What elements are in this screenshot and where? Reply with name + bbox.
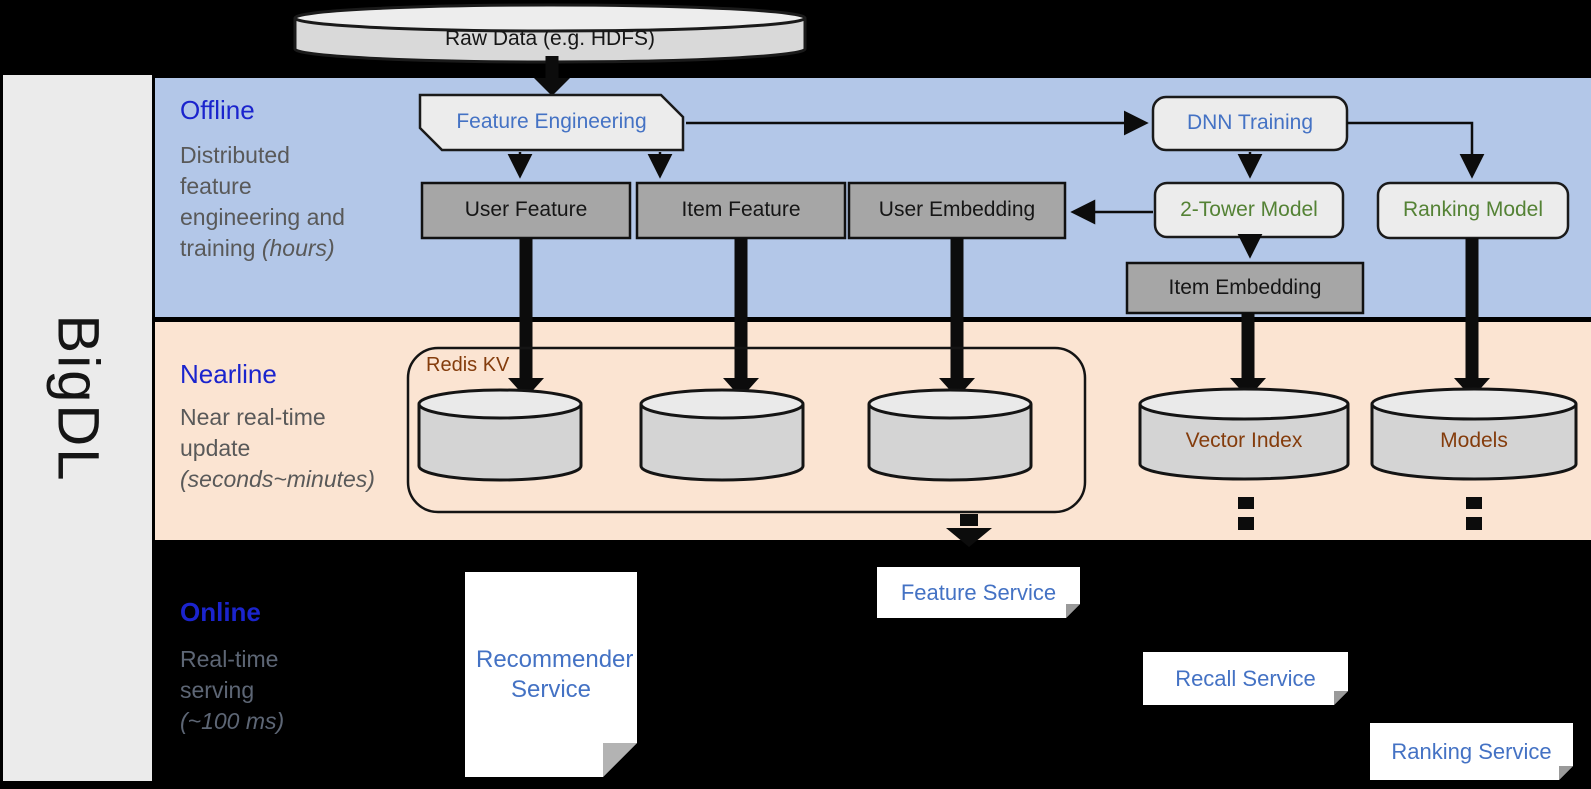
bigdl-sidebar: BigDL	[3, 75, 152, 781]
recall-service-label: Recall Service	[1175, 665, 1316, 691]
user-feature-box	[420, 181, 632, 240]
vector-index-cylinder	[1138, 387, 1350, 481]
feature-engineering-label: Feature Engineering	[456, 110, 647, 134]
redis-kv-label: Redis KV	[426, 354, 510, 376]
vector-index-label: Vector Index	[1185, 428, 1303, 452]
redis-shard-cylinder-1	[417, 388, 583, 482]
models-label: Models	[1440, 428, 1508, 452]
feature-engineering-shape	[418, 93, 685, 152]
dashed-arrow-redis-to-featureservice	[946, 514, 992, 547]
nearline-title: Nearline	[180, 359, 277, 389]
dashed-drop-vectorindex	[1238, 497, 1254, 530]
arrow-dnn-to-rankingmodel	[1347, 121, 1485, 179]
recall-service-box: Recall Service	[1143, 652, 1348, 705]
arrow-rawdata-to-fe	[534, 56, 570, 96]
item-embedding-box	[1125, 261, 1365, 315]
recommender-service-label: Recommender Service	[476, 645, 634, 703]
online-description: Real-time serving (~100 ms)	[180, 646, 285, 735]
online-title: Online	[180, 597, 261, 627]
thick-arrows-offline-to-nearline	[508, 238, 1490, 398]
ranking-model-label: Ranking Model	[1402, 198, 1544, 222]
ranking-service-box: Ranking Service	[1370, 723, 1573, 780]
offline-title: Offline	[180, 95, 255, 125]
user-embedding-label: User Embedding	[878, 198, 1036, 222]
feature-service-label: Feature Service	[900, 579, 1057, 605]
item-feature-box	[635, 181, 847, 240]
recommender-service-doc: Recommender Service	[465, 572, 637, 777]
raw-data-cylinder	[293, 3, 807, 64]
bigdl-label: BigDL	[45, 314, 111, 482]
item-embedding-label: Item Embedding	[1168, 275, 1322, 299]
user-feature-label: User Feature	[464, 198, 588, 222]
ranking-service-label: Ranking Service	[1391, 738, 1552, 764]
redis-shard-cylinder-2	[639, 388, 805, 482]
dashed-drop-models	[1466, 497, 1482, 530]
user-embedding-box	[847, 181, 1067, 240]
models-cylinder	[1370, 387, 1578, 481]
item-feature-label: Item Feature	[681, 198, 801, 222]
nearline-description: Near real-time update (seconds~minutes)	[180, 404, 375, 493]
two-tower-model-label: 2-Tower Model	[1180, 197, 1318, 221]
raw-data-label: Raw Data (e.g. HDFS)	[444, 26, 656, 50]
dnn-training-label: DNN Training	[1186, 111, 1314, 135]
redis-shard-cylinder-3	[867, 388, 1033, 482]
redis-kv-container	[406, 346, 1087, 514]
offline-description: Distributed feature engineering and trai…	[180, 142, 345, 262]
feature-service-box: Feature Service	[877, 567, 1080, 618]
